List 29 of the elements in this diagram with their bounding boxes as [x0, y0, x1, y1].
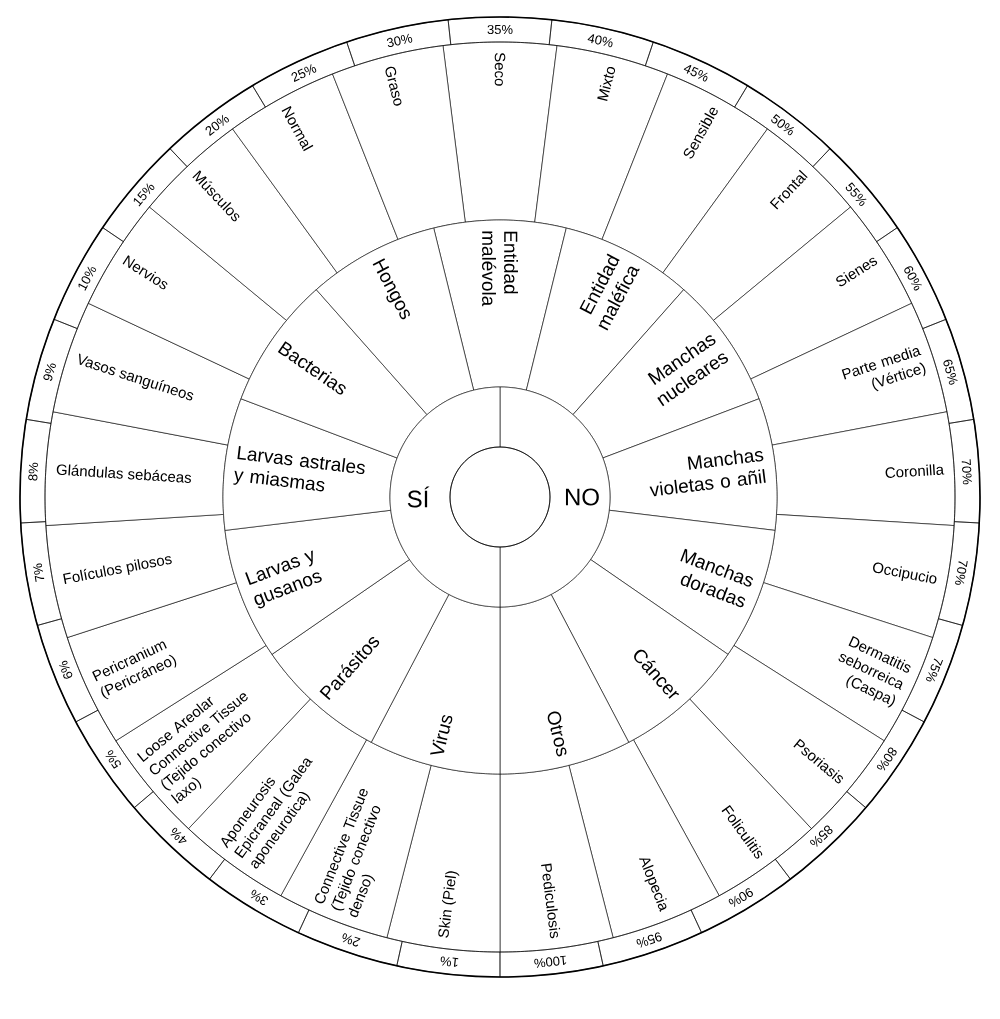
scale-cell: 70%	[938, 521, 980, 626]
scale-cell: 1%	[396, 941, 501, 978]
scale-cell: 60%	[876, 227, 947, 329]
scale-cell: 8%	[19, 419, 52, 524]
scale-cell: 10%	[53, 227, 124, 329]
answer-segment: SÍ	[389, 386, 501, 608]
scale-cell: 7%	[20, 521, 62, 626]
center-circle	[449, 446, 551, 548]
chart-segment: Folículos pilosos	[45, 514, 237, 638]
scale-cell: 30%	[346, 19, 452, 67]
scale-cell: 45%	[645, 41, 748, 108]
scale-cell: 70%	[948, 419, 981, 524]
chart-segment: Glándulas sebáceas	[44, 411, 229, 526]
scale-cell: 9%	[26, 319, 78, 424]
chart-segment: Seco	[442, 41, 558, 223]
chart-segment: Entidad malévola	[433, 219, 567, 391]
scale-cell: 35%	[447, 16, 553, 45]
scale-cell: 85%	[775, 791, 867, 880]
scale-cell: 100%	[499, 941, 604, 978]
answer-segment: NO	[499, 386, 611, 608]
chart-segment: Pediculosis	[499, 765, 614, 953]
scale-cell: 90%	[690, 858, 791, 933]
chart-segment: Coronilla	[771, 411, 956, 526]
scale-cell: 50%	[734, 85, 831, 167]
chart-segment: Otros	[499, 594, 630, 775]
scale-cell: 40%	[548, 19, 654, 67]
chart-segment: Larvas astrales y miasmas	[222, 398, 398, 531]
scale-cell: 20%	[169, 85, 266, 167]
chart-segment: Skin (Piel)	[386, 765, 501, 953]
